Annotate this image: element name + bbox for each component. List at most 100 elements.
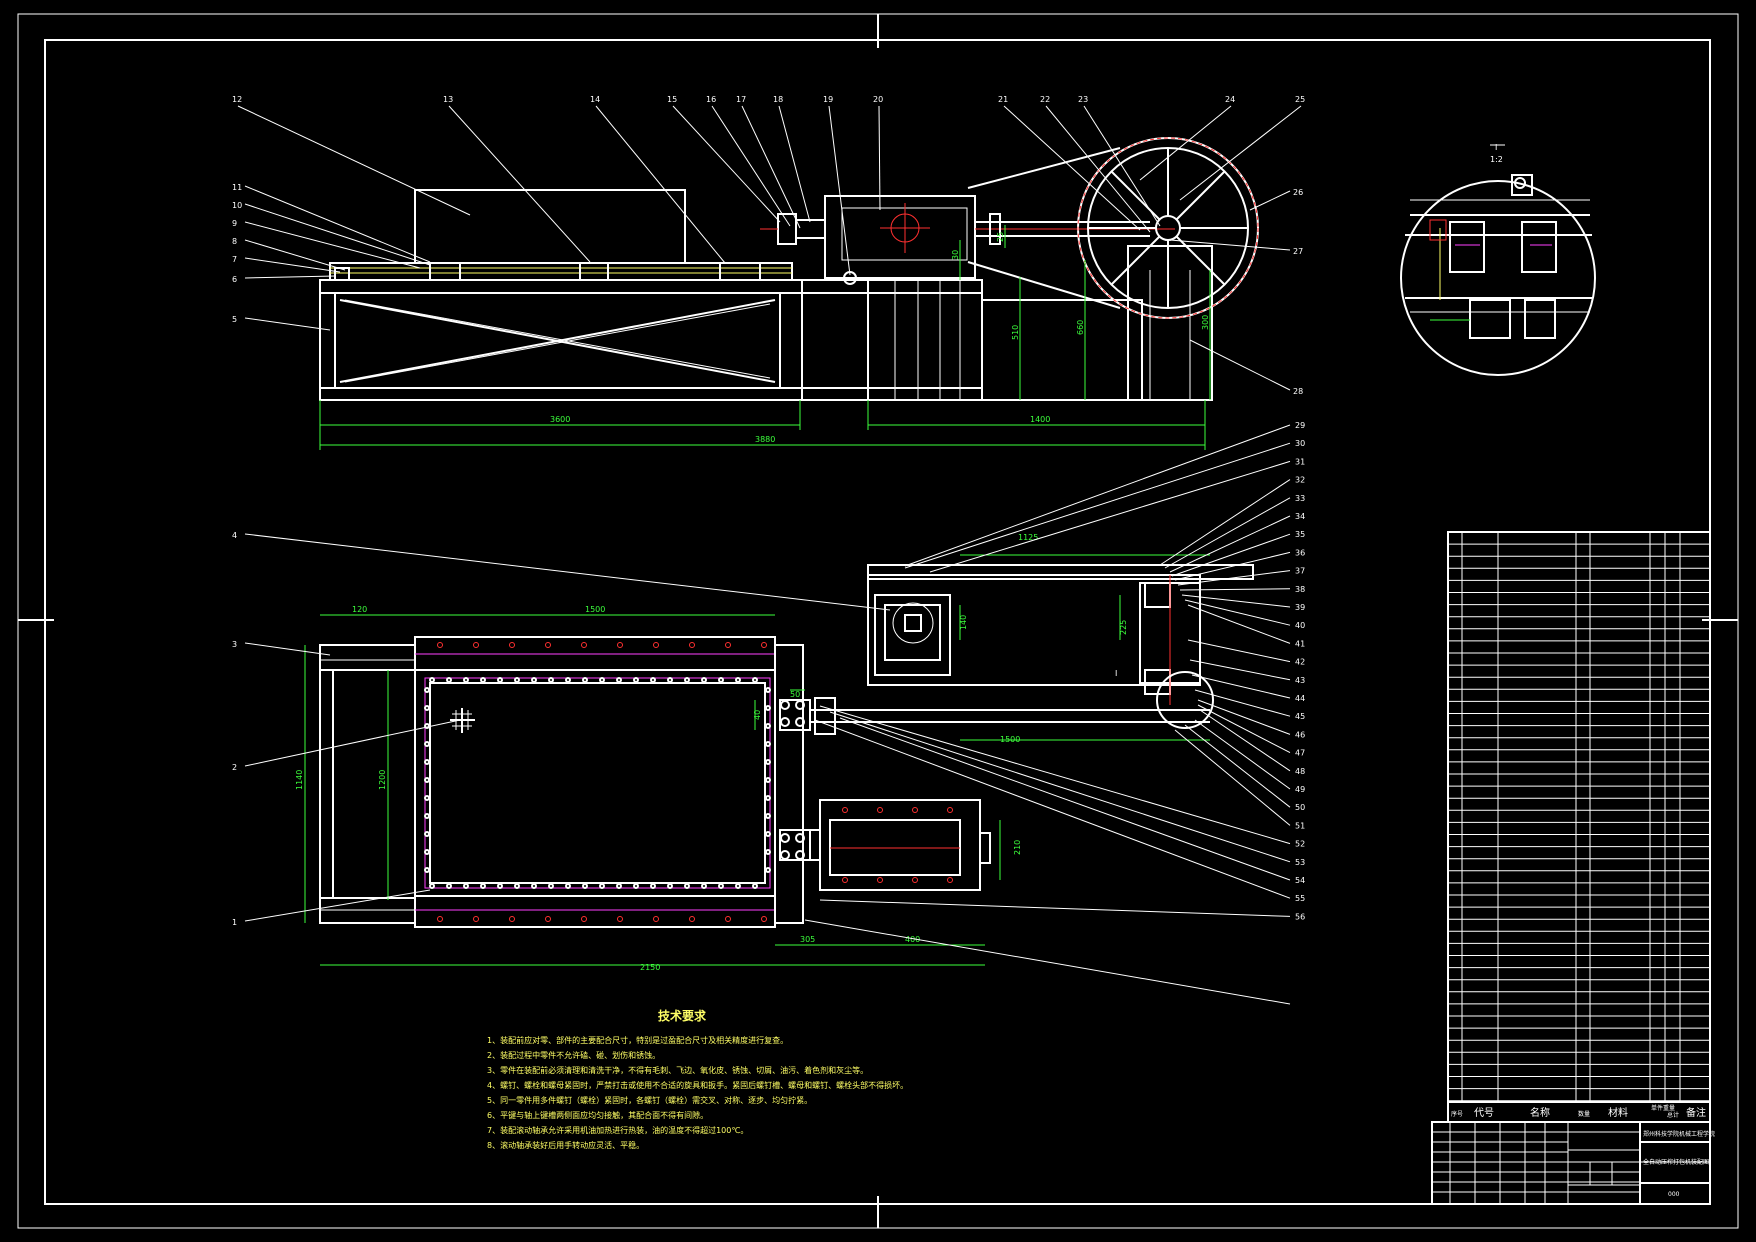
leader-39 <box>1181 594 1291 608</box>
leader-46 <box>1197 699 1291 735</box>
bolt-bottom-2 <box>509 916 515 922</box>
part-13: 13 <box>443 95 453 104</box>
leader-55 <box>814 719 1291 899</box>
leader-18 <box>778 105 811 223</box>
detail-scale: 1:2 <box>1490 155 1503 164</box>
bolt-bottom-4 <box>581 916 587 922</box>
parts-list-grid <box>1448 543 1710 1102</box>
bolt-inner-left-3 <box>424 741 430 747</box>
dim-3600: 3600 <box>550 415 570 424</box>
leader-53 <box>829 711 1291 863</box>
bolt-guide-5 <box>795 833 805 843</box>
part-number-labels-right: 2930313233343536373839404142434445464748… <box>1295 421 1305 921</box>
part-41: 41 <box>1295 639 1305 648</box>
bolt-cyl-2 <box>912 807 918 813</box>
bolt-inner-bottom-14 <box>667 883 673 889</box>
leader-41 <box>1187 604 1291 644</box>
part-56: 56 <box>1295 912 1305 921</box>
leader-34 <box>1169 515 1291 573</box>
dim-1200: 1200 <box>378 770 387 790</box>
leader-27 <box>1169 239 1291 251</box>
bolt-inner-left-0 <box>424 687 430 693</box>
bolt-guide-4 <box>780 833 790 843</box>
part-38: 38 <box>1295 585 1305 594</box>
dim-210: 210 <box>1013 840 1022 855</box>
part-30: 30 <box>1295 439 1305 448</box>
part-18: 18 <box>773 95 783 104</box>
bolt-bottom-7 <box>689 916 695 922</box>
bolt-guide-6 <box>780 850 790 860</box>
leader-2 <box>244 719 461 767</box>
leader-23 <box>1083 105 1161 227</box>
drawing-name: 全自动压榨打包机装配图 <box>1643 1158 1709 1166</box>
part-53: 53 <box>1295 858 1305 867</box>
part-52: 52 <box>1295 840 1305 849</box>
part-20: 20 <box>873 95 883 104</box>
bolt-inner-left-6 <box>424 795 430 801</box>
bolt-inner-top-3 <box>480 677 486 683</box>
leader-6 <box>244 275 336 279</box>
detail-view-I <box>1400 144 1596 376</box>
detail-label: I <box>1495 143 1497 152</box>
leader-49 <box>1194 719 1291 790</box>
part-16: 16 <box>706 95 716 104</box>
bolt-top-1 <box>473 642 479 648</box>
leader-32 <box>1159 479 1291 566</box>
part-1: 1 <box>232 918 237 927</box>
part-leaders <box>237 105 1302 1005</box>
leader-1 <box>244 889 431 922</box>
bolt-cyl-3 <box>947 807 953 813</box>
tech-req-title: 技术要求 <box>658 1008 707 1023</box>
bolt-inner-bottom-11 <box>616 883 622 889</box>
plan-view <box>304 554 1254 966</box>
bolt-top-8 <box>725 642 731 648</box>
leader-24 <box>1139 105 1232 181</box>
leader-38 <box>1179 588 1291 591</box>
leader-50 <box>1184 724 1291 808</box>
bolt-inner-top-11 <box>616 677 622 683</box>
part-14: 14 <box>590 95 600 104</box>
dim-225: 225 <box>1119 620 1128 635</box>
bolt-top-7 <box>689 642 695 648</box>
bolt-inner-right-6 <box>765 795 771 801</box>
dim-25: 25 <box>996 232 1005 242</box>
bolt-cyl-6 <box>912 877 918 883</box>
dim-400: 400 <box>905 935 920 944</box>
bolt-inner-right-4 <box>765 759 771 765</box>
part-32: 32 <box>1295 476 1305 485</box>
bolt-inner-top-2 <box>463 677 469 683</box>
leader-22 <box>1045 105 1151 233</box>
part-23: 23 <box>1078 95 1088 104</box>
leader-33 <box>1164 497 1291 569</box>
bom-h-code: 代号 <box>1474 1107 1494 1119</box>
part-11: 11 <box>232 183 242 192</box>
bolt-top-2 <box>509 642 515 648</box>
dim-510: 510 <box>1011 325 1020 340</box>
plan-view-bolts <box>424 642 953 922</box>
part-48: 48 <box>1295 767 1305 776</box>
bolt-inner-top-13 <box>650 677 656 683</box>
part-10: 10 <box>232 201 242 210</box>
leader-15 <box>672 105 781 223</box>
leader-54 <box>839 717 1291 881</box>
tech-req-line-6: 6、平键与轴上键槽两侧面应均匀接触，其配合面不得有间隙。 <box>487 1110 708 1120</box>
part-22: 22 <box>1040 95 1050 104</box>
bolt-inner-bottom-3 <box>480 883 486 889</box>
title-block: 郑州科技学院机械工程学院 全自动压榨打包机装配图 000 <box>1431 1121 1715 1205</box>
leader-44 <box>1191 674 1291 699</box>
plan-section-label: I <box>1115 669 1117 678</box>
bolt-inner-top-10 <box>599 677 605 683</box>
bolt-inner-bottom-18 <box>735 883 741 889</box>
tech-req-line-2: 2、装配过程中零件不允许磕、碰、划伤和锈蚀。 <box>487 1050 660 1060</box>
part-47: 47 <box>1295 749 1305 758</box>
bolt-inner-top-1 <box>446 677 452 683</box>
company-name: 郑州科技学院机械工程学院 <box>1643 1130 1715 1138</box>
bolt-inner-bottom-7 <box>548 883 554 889</box>
bolt-inner-bottom-0 <box>429 883 435 889</box>
bolt-inner-top-16 <box>701 677 707 683</box>
bolt-bottom-6 <box>653 916 659 922</box>
part-55: 55 <box>1295 894 1305 903</box>
leader-40 <box>1184 599 1291 626</box>
leader-16 <box>711 105 791 227</box>
